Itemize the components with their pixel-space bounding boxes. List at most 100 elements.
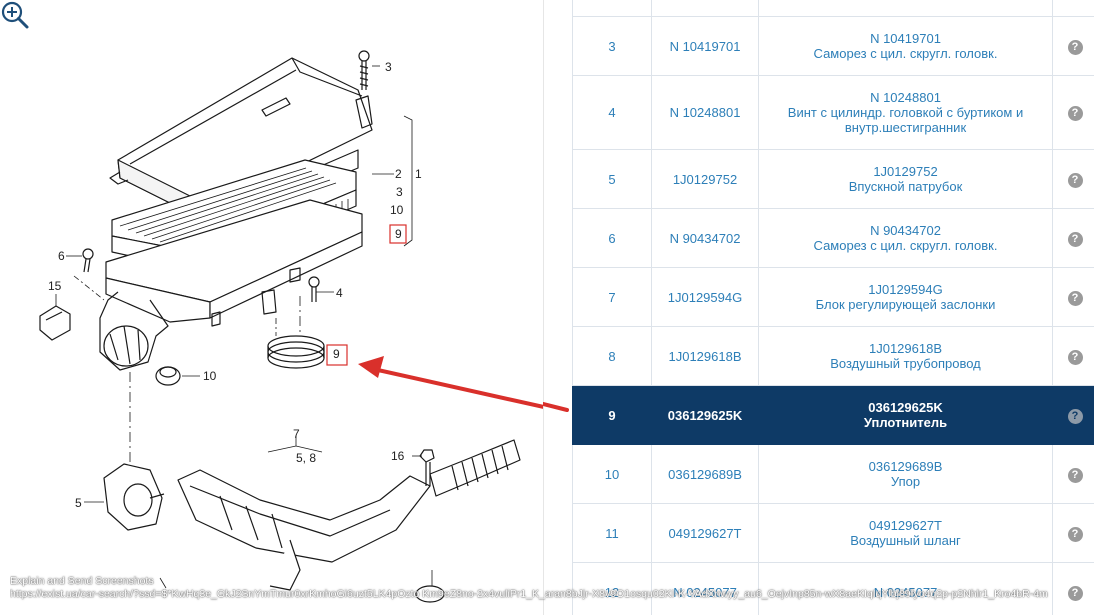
callout-labels: 3 2 1 3 10 9 6 15 4 9 10 7 5, 8 16 5 — [48, 60, 422, 510]
help-question-icon[interactable]: ? — [1067, 290, 1083, 306]
part-description-cell[interactable]: N 0245077 — [758, 562, 1053, 615]
help-cell: ? — [1052, 444, 1094, 504]
part-number-cell: 4 — [572, 75, 652, 150]
help-question-icon[interactable]: ? — [1067, 106, 1083, 121]
help-question-icon[interactable]: ? — [1067, 467, 1083, 483]
intake-socket-5-drawing — [103, 463, 165, 531]
part-description-text: Саморез с цил. скругл. головк. — [813, 46, 998, 61]
part-number-cell: 12 — [572, 562, 652, 615]
help-cell: ? — [1052, 503, 1094, 563]
part-description-code: 049129627T — [868, 518, 942, 533]
callout-9-highlighted: 9 — [333, 347, 340, 361]
arrow-tail — [543, 402, 569, 412]
help-cell: ? — [1052, 385, 1094, 445]
help-question-icon[interactable]: ? — [1067, 172, 1083, 188]
part-code-link[interactable]: 049129627T — [651, 503, 759, 563]
part-description-text: Упор — [890, 474, 921, 489]
help-cell: ? — [1052, 326, 1094, 386]
part-code-link[interactable]: N 10248801 — [651, 75, 759, 150]
part-code-link[interactable]: N 90434702 — [651, 208, 759, 268]
part-code-link[interactable]: 1J0129752 — [651, 149, 759, 209]
callout-3: 3 — [396, 185, 403, 199]
help-question-icon[interactable]: ? — [1067, 585, 1083, 601]
help-cell: ? — [1052, 75, 1094, 150]
callout-9-top: 9 — [395, 227, 402, 241]
highlight-box-9-selected[interactable] — [326, 344, 348, 366]
part-number-cell: 11 — [572, 503, 652, 563]
help-question-icon[interactable]: ? — [1067, 39, 1083, 55]
highlight-box-9-top[interactable] — [389, 224, 407, 244]
part-number-cell: 8 — [572, 326, 652, 386]
callout-5: 5 — [75, 496, 82, 510]
callout-7: 7 — [293, 427, 300, 441]
part-code-link[interactable]: 1J0129618B — [651, 326, 759, 386]
part-description-text: Саморез с цил. скругл. головк. — [813, 238, 998, 253]
callout-16: 16 — [391, 449, 405, 463]
air-duct-drawing — [177, 439, 521, 603]
help-cell: ? — [1052, 208, 1094, 268]
part-number-cell: 7 — [572, 267, 652, 327]
callout-2: 2 — [395, 167, 402, 181]
screw-4-drawing — [308, 276, 320, 302]
air-filter-exploded-diagram: 3 2 1 3 10 9 6 15 4 9 10 7 5, 8 16 5 — [39, 50, 543, 603]
part-description-text: Впускной патрубок — [848, 179, 963, 194]
part-code-link[interactable]: N 0245077 — [651, 562, 759, 615]
part-description-code: N 90434702 — [870, 223, 941, 238]
highlight-boxes — [326, 224, 407, 366]
part-description-code: 036129625K — [868, 400, 943, 415]
help-cell: ? — [1052, 149, 1094, 209]
callout-3-top: 3 — [385, 60, 392, 74]
screw-6-drawing — [82, 248, 94, 273]
help-cell: ? — [1052, 562, 1094, 615]
part-description-text: Воздушный шланг — [850, 533, 961, 548]
help-question-icon[interactable]: ? — [1067, 231, 1083, 247]
help-question-icon[interactable]: ? — [1067, 526, 1083, 542]
part-description-code: N 10419701 — [870, 31, 941, 46]
part-number-cell: 9 — [572, 385, 652, 445]
part-number-cell: 10 — [572, 444, 652, 504]
callout-10: 10 — [203, 369, 217, 383]
part-description-code: 1J0129594G — [868, 282, 943, 297]
clip-15-drawing — [39, 305, 71, 341]
filter-housing-drawing — [99, 199, 363, 371]
part-number-cell: 3 — [572, 16, 652, 76]
help-cell: ? — [1052, 267, 1094, 327]
part-description-text: Блок регулирующей заслонки — [815, 297, 996, 312]
red-arrow-pointer — [358, 356, 543, 409]
screw-16-drawing — [419, 449, 435, 486]
part-code-link[interactable]: N 10419701 — [651, 16, 759, 76]
help-question-icon[interactable]: ? — [1067, 408, 1083, 424]
part-description-text: Винт с цилиндр. головкой с буртиком и вн… — [787, 105, 1024, 135]
part-description-text: Уплотнитель — [863, 415, 948, 430]
part-code-link[interactable]: 036129689B — [651, 444, 759, 504]
parts-diagram-panel: 3 2 1 3 10 9 6 15 4 9 10 7 5, 8 16 5 — [0, 0, 544, 615]
part-code-link[interactable]: 036129625K — [651, 385, 759, 445]
callout-1: 1 — [415, 167, 422, 181]
part-description-code: 036129689B — [868, 459, 943, 474]
part-code-link[interactable]: 1J0129594G — [651, 267, 759, 327]
zoom-in-icon[interactable] — [0, 0, 30, 30]
help-question-icon[interactable]: ? — [1067, 349, 1083, 365]
part-description-text: Воздушный трубопровод — [830, 356, 981, 371]
part-number-cell: 5 — [572, 149, 652, 209]
